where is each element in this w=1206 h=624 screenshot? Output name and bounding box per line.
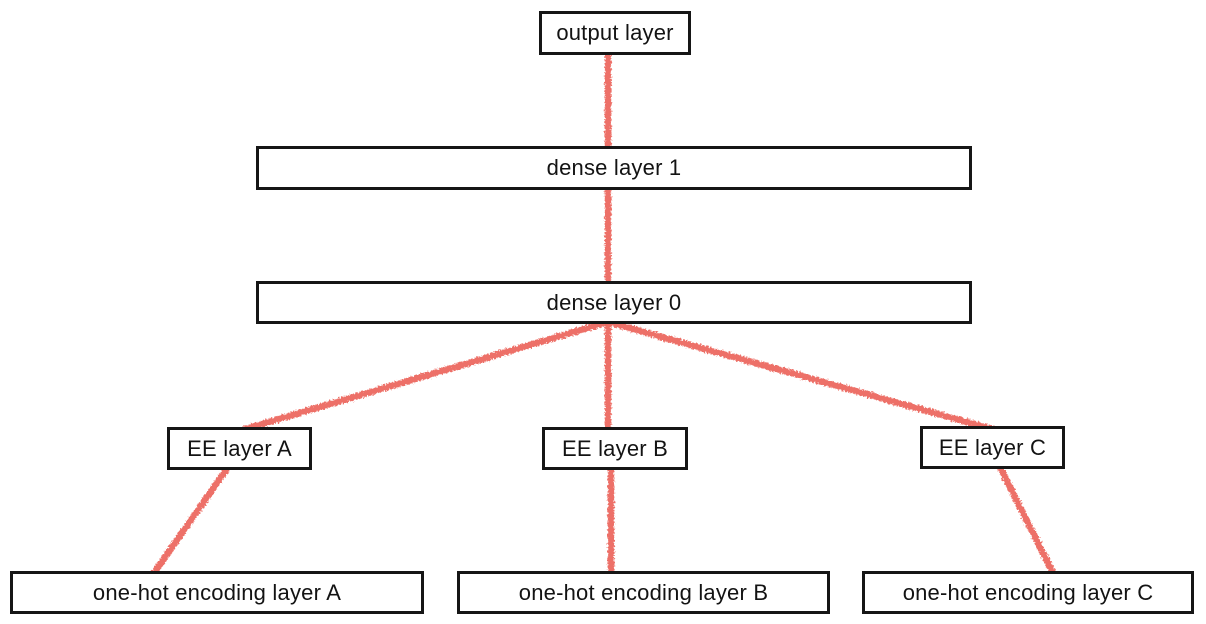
node-label: one-hot encoding layer A [92,579,342,605]
node-ee-layer-c: EE layer C [920,426,1065,469]
node-onehot-encoding-layer-a: one-hot encoding layer A [10,571,424,614]
node-label: one-hot encoding layer C [902,579,1154,605]
node-label: output layer [556,20,674,45]
edge-dense0-to-ee_a [241,318,612,433]
node-output-layer: output layer [539,11,691,55]
node-ee-layer-b: EE layer B [542,427,688,470]
edge-ee_a-to-onehot_a [150,466,230,577]
node-ee-layer-a: EE layer A [167,427,312,470]
node-onehot-encoding-layer-c: one-hot encoding layer C [862,571,1194,614]
node-onehot-encoding-layer-b: one-hot encoding layer B [457,571,830,614]
node-label: dense layer 1 [546,155,682,180]
node-label: dense layer 0 [546,289,682,315]
edge-dense0-to-ee_c [604,318,996,433]
node-dense-layer-1: dense layer 1 [256,146,972,190]
node-label: EE layer A [187,435,292,461]
node-label: one-hot encoding layer B [518,579,769,605]
node-dense-layer-0: dense layer 0 [256,281,972,324]
node-label: EE layer B [562,435,668,461]
edge-ee_c-to-onehot_c [997,465,1057,577]
node-label: EE layer C [938,434,1047,460]
